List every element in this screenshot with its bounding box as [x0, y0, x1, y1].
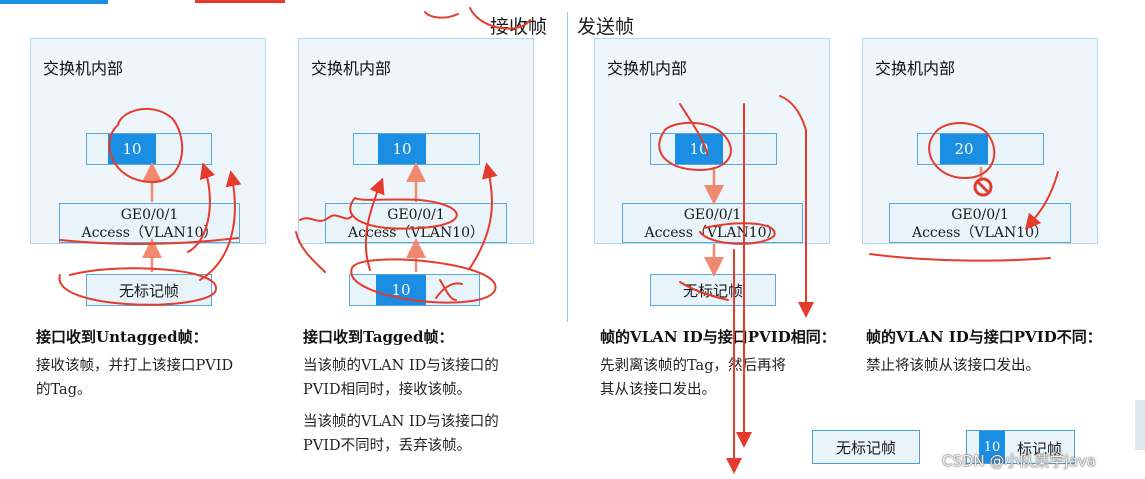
description-line: 先剥离该帧的Tag，然后再将	[600, 358, 786, 374]
description-line: 其从该接口发出。	[600, 382, 716, 398]
vlan-box-4: 20	[917, 133, 1044, 165]
description-line: 接收该帧，并打上该接口PVID	[36, 358, 234, 374]
port-box-2: GE0/0/1 Access（VLAN10）	[325, 203, 507, 243]
handwritten-annotations	[58, 7, 1059, 474]
port-mode: Access（VLAN10）	[644, 225, 781, 241]
description-line: PVID不同时，丢弃该帧。	[303, 438, 472, 454]
port-mode: Access（VLAN10）	[347, 225, 485, 241]
description-line: PVID相同时，接收该帧。	[303, 382, 472, 398]
panel-title: 交换机内部	[875, 59, 956, 78]
top-annotation-mark	[195, 0, 285, 3]
panel-title: 交换机内部	[607, 59, 688, 78]
caption-2: 接口收到Tagged帧：	[303, 328, 454, 346]
vlan-tag: 20	[940, 134, 988, 164]
port-mode: Access（VLAN10）	[911, 225, 1049, 241]
vlan-tag: 10	[378, 134, 426, 164]
legend-tagged-label: 标记帧	[1017, 440, 1063, 458]
legend-tag: 10	[979, 431, 1005, 463]
panel-title: 交换机内部	[311, 59, 392, 78]
description-2b: 当该帧的VLAN ID与该接口的 PVID不同时，丢弃该帧。	[303, 410, 499, 458]
description-line: 当该帧的VLAN ID与该接口的	[303, 358, 499, 374]
legend-tagged-frame: 10 标记帧	[966, 430, 1075, 464]
vlan-tag: 10	[675, 134, 723, 164]
description-line: 当该帧的VLAN ID与该接口的	[303, 414, 499, 430]
watermark: CSDN @小队菜学java	[942, 452, 1096, 470]
scrollbar-edge	[1135, 400, 1145, 450]
caption-4: 帧的VLAN ID与接口PVID不同：	[866, 328, 1102, 346]
prohibited-icon	[973, 177, 993, 197]
caption-3: 帧的VLAN ID与接口PVID相同：	[600, 328, 836, 346]
port-mode: Access（VLAN10）	[81, 225, 218, 241]
description-2a: 当该帧的VLAN ID与该接口的 PVID相同时，接收该帧。	[303, 354, 499, 402]
section-divider	[567, 12, 568, 322]
top-accent-bar	[0, 0, 108, 4]
header-send: 发送帧	[577, 16, 635, 38]
description-line: 的Tag。	[36, 382, 92, 398]
vlan-box-2: 10	[353, 133, 480, 165]
port-name: GE0/0/1	[387, 207, 445, 223]
description-4: 禁止将该帧从该接口发出。	[866, 354, 1040, 378]
port-name: GE0/0/1	[951, 207, 1009, 223]
panel-title: 交换机内部	[43, 59, 124, 78]
description-line: 禁止将该帧从该接口发出。	[866, 358, 1040, 374]
vlan-tag: 10	[108, 134, 156, 164]
description-3: 先剥离该帧的Tag，然后再将 其从该接口发出。	[600, 354, 786, 402]
vlan-box-3: 10	[650, 133, 777, 165]
port-name: GE0/0/1	[120, 207, 179, 223]
port-name: GE0/0/1	[683, 207, 742, 223]
description-1: 接收该帧，并打上该接口PVID 的Tag。	[36, 354, 233, 402]
legend-untagged-frame: 无标记帧	[812, 430, 920, 464]
vlan-box-1: 10	[86, 133, 212, 165]
caption-1: 接口收到Untagged帧：	[36, 328, 208, 346]
untagged-frame-1: 无标记帧	[86, 274, 212, 306]
